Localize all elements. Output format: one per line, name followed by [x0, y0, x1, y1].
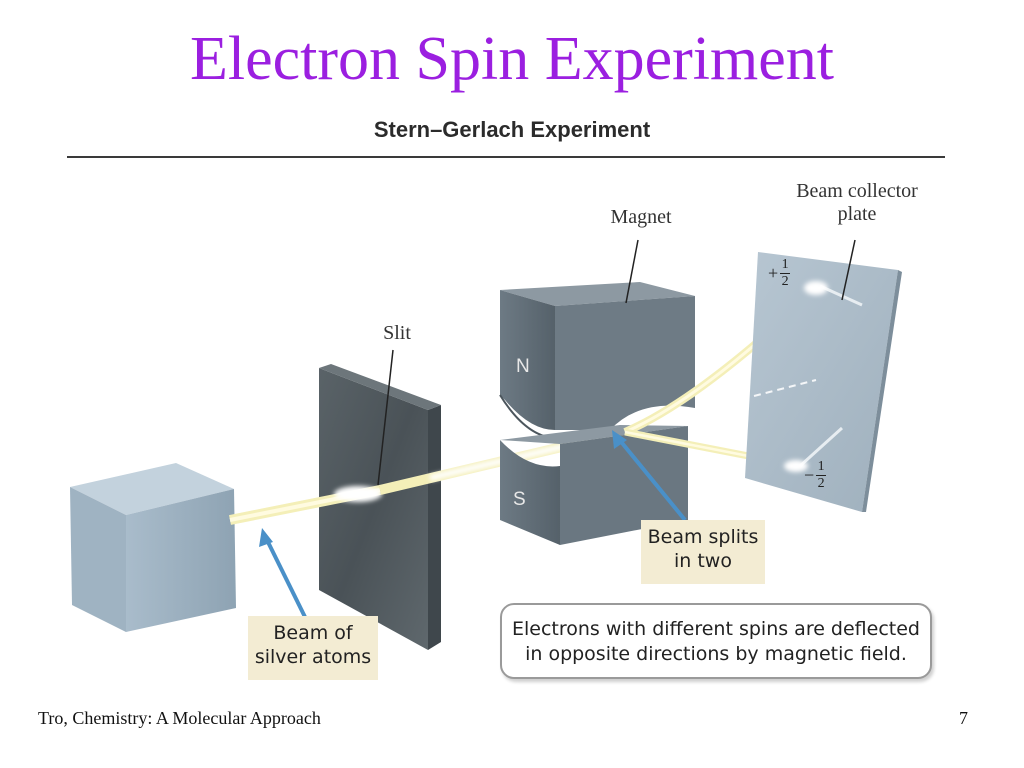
- slit-plate: [319, 364, 441, 650]
- slit-label: Slit: [383, 322, 411, 344]
- split-arrow: [612, 430, 687, 522]
- note-line2: in opposite directions by magnetic field…: [525, 642, 907, 665]
- split-callout: Beam splits in two: [641, 520, 765, 584]
- spin-up-spot: [804, 281, 828, 295]
- collector-leader: [841, 239, 856, 301]
- spin-plus-numerator: 1: [781, 257, 789, 272]
- split-callout-line1: Beam splits: [647, 526, 759, 548]
- explanation-note: Electrons with different spins are defle…: [500, 603, 932, 679]
- split-callout-line2: in two: [674, 549, 732, 572]
- spin-plus-denominator: 2: [781, 274, 789, 289]
- pole-north-label: N: [516, 356, 530, 377]
- source-cube: [70, 463, 236, 632]
- spin-plus-half: + 1 2: [768, 257, 791, 289]
- spin-minus-sign: −: [804, 465, 815, 485]
- footer-citation: Tro, Chemistry: A Molecular Approach: [38, 708, 321, 728]
- collector-label-line1: Beam collector: [796, 180, 918, 202]
- collector-label: Beam collector plate: [772, 180, 942, 226]
- spin-minus-denominator: 2: [817, 476, 825, 491]
- spin-minus-half: − 1 2: [804, 459, 827, 491]
- spin-minus-numerator: 1: [817, 459, 825, 474]
- beam-callout-line1: Beam of: [273, 622, 353, 644]
- slide-title: Electron Spin Experiment: [190, 25, 834, 93]
- note-line1: Electrons with different spins are defle…: [512, 618, 920, 640]
- magnet-leader: [625, 239, 639, 304]
- collector-label-line2: plate: [837, 203, 877, 225]
- spin-down-spot: [784, 460, 808, 472]
- page-number: 7: [959, 708, 968, 728]
- beam-arrow: [259, 528, 307, 618]
- slit-glow: [334, 486, 382, 502]
- magnet-north: N: [499, 282, 695, 440]
- magnet-label: Magnet: [610, 206, 672, 228]
- pole-south-label: S: [513, 489, 526, 510]
- beam-callout: Beam of silver atoms: [248, 616, 378, 680]
- slit-leader: [377, 349, 394, 486]
- beam-callout-line2: silver atoms: [254, 645, 372, 668]
- magnet-south: S: [500, 425, 688, 545]
- figure-title: Stern–Gerlach Experiment: [373, 117, 651, 142]
- plate-center-line: [753, 379, 817, 397]
- spin-plus-sign: +: [768, 263, 779, 283]
- title-divider: [67, 156, 945, 158]
